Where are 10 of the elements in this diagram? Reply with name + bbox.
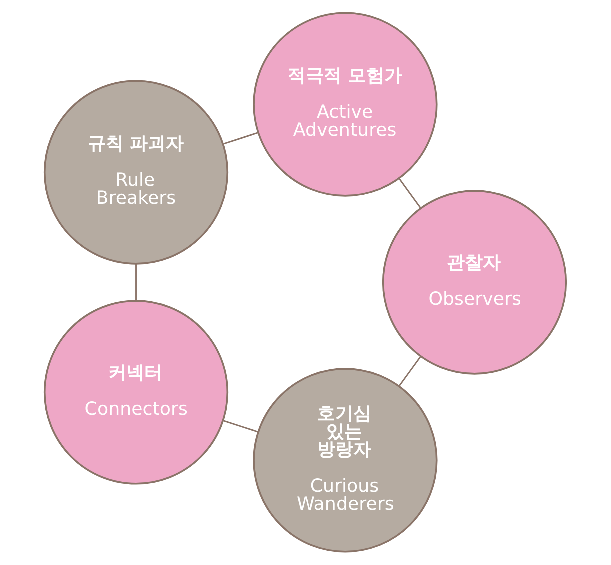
connector [223, 420, 258, 433]
connector [398, 356, 422, 387]
node-circle: 관찰자 Observers [382, 190, 568, 375]
node-circle: 규칙 파괴자 Rule Breakers [44, 80, 229, 265]
connector [224, 132, 259, 145]
node-circle: 커넥터 Connectors [44, 300, 229, 485]
node-circle: 적극적 모험가 Active Adventures [253, 12, 438, 197]
connector [398, 178, 422, 209]
connector [136, 264, 137, 301]
node-circle: 호기심 있는 방랑자 Curious Wanderers [253, 368, 438, 553]
